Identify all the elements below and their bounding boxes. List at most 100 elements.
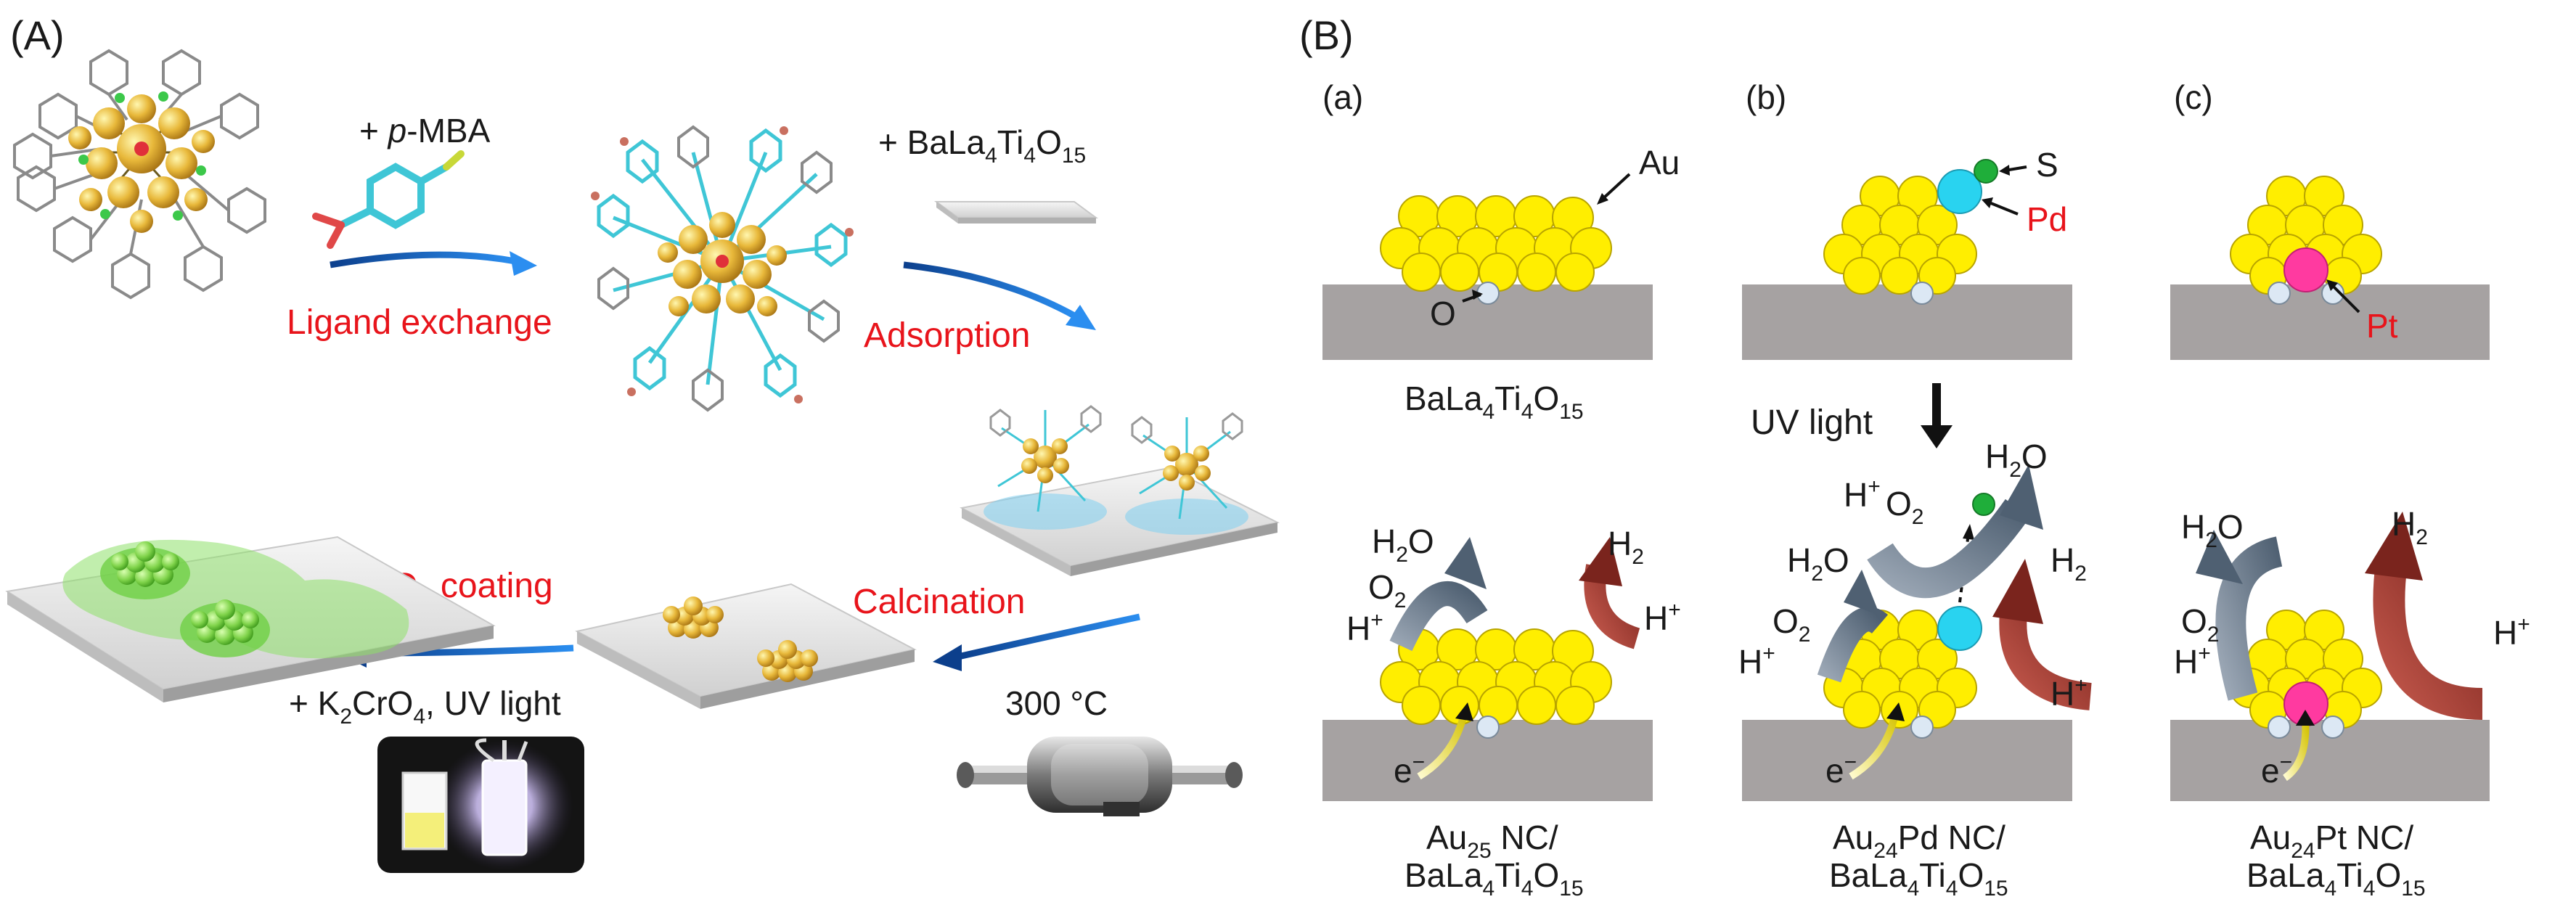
electron-label-c: e− [2261, 750, 2292, 790]
subpanel-a-label: (a) [1322, 78, 1363, 116]
pointer-au-head [1597, 193, 1608, 205]
electron-label-a: e− [1394, 750, 1425, 790]
substrate-b-bottom [1742, 720, 2072, 801]
oxidation-arrowhead-b-small [1844, 570, 1880, 615]
adsorbed-cluster-plate [960, 405, 1280, 576]
panel-a: (A) [5, 12, 1280, 873]
au24pd-cluster-b-top [1823, 176, 1977, 295]
pmba-molecule-icon [312, 150, 465, 249]
support-plate-top [933, 201, 1099, 218]
hplus-label-b-top: H+ [1844, 475, 1881, 514]
oxidation-arrowhead-c [2196, 530, 2243, 584]
label-s: S [2036, 146, 2058, 184]
electron-arrowhead-b [1886, 702, 1905, 721]
substrate-b-top [1742, 284, 2072, 360]
reduction-arrowhead-c [2365, 512, 2423, 581]
arrow-calcination [957, 613, 1140, 660]
arrowhead-ligand-exchange [510, 251, 537, 276]
oxygen-atom-c-bottom-right [2321, 716, 2344, 739]
arrowhead-adsorption [1066, 305, 1096, 330]
support-plate-top-edge [936, 202, 958, 224]
oxidation-arrow-b-small [1817, 607, 1889, 683]
arrow-ligand-exchange [330, 251, 516, 268]
step-adsorption: Adsorption [864, 316, 1030, 355]
pointer-pt-head [2326, 279, 2338, 291]
caption-a-line1: Au25 NC/ [1426, 819, 1558, 863]
pointer-s-head [1999, 165, 2010, 176]
hplus-label-c-right: H+ [2493, 612, 2530, 652]
uv-light-label: UV light [1751, 403, 1873, 442]
pd-atom-b-bottom [1937, 606, 1982, 651]
temperature-label: 300 °C [1005, 684, 1108, 722]
caption-b-line2: BaLa4Ti4O15 [1829, 856, 2008, 901]
subpanel-b-label: (b) [1746, 78, 1786, 116]
pt-atom-c-top [2283, 247, 2328, 292]
electron-arrowhead-c [2296, 710, 2315, 726]
o2-label-b-left: O2 [1772, 602, 1810, 647]
reactor-photo [377, 737, 584, 873]
cr2o3-coated-plate [5, 536, 496, 702]
au24pt-cluster-c-top [2230, 176, 2382, 295]
oxygen-atom-b-bottom [1910, 716, 1934, 739]
h2o-label-b-top: H2O [1985, 438, 2048, 482]
label-pd: Pd [2027, 200, 2067, 238]
sulfur-atom-b-top [1974, 159, 1998, 184]
support-label-a: BaLa4Ti4O15 [1404, 380, 1584, 424]
pointer-pd [1987, 200, 2019, 216]
h2o-label-a: H2O [1372, 522, 1434, 567]
hplus-label-a-left: H+ [1346, 608, 1383, 647]
hplus-label-a-right: H+ [1644, 598, 1681, 637]
step-ligand-exchange: Ligand exchange [287, 303, 552, 342]
reagent-pmba: + p-MBA [359, 112, 491, 149]
au25-pet-cluster [13, 49, 266, 300]
reduction-arrowhead-a [1579, 537, 1622, 586]
reduction-arrow-c [2373, 560, 2483, 720]
o2-label-b-top: O2 [1886, 485, 1923, 529]
subpanel-c-label: (c) [2174, 78, 2213, 116]
oxygen-atom-a-bottom [1476, 716, 1500, 739]
arrow-adsorption [903, 261, 1076, 319]
panel-b: (B) (a) (b) (c) O Au BaLa4Ti4O15 [1299, 12, 2530, 901]
label-au: Au [1639, 144, 1680, 181]
step-calcination: Calcination [853, 583, 1025, 621]
label-o: O [1430, 295, 1456, 332]
au25-pmba-cluster [591, 125, 854, 412]
au24pd-cluster-b-bottom [1823, 610, 1977, 729]
caption-c-line1: Au24Pt NC/ [2250, 819, 2413, 863]
electron-arrow-a [1417, 710, 1468, 780]
tube-furnace-icon [957, 737, 1243, 816]
calcined-cluster-plate [575, 583, 917, 709]
au25-cluster-a-bottom [1380, 628, 1612, 725]
oxidation-arrow-a [1389, 581, 1488, 652]
oxidation-arrowhead-b-large [2000, 464, 2043, 530]
reagent-chromate: + K2CrO4, UV light [289, 684, 561, 729]
h2o-label-c: H2O [2181, 508, 2244, 552]
label-pt: Pt [2366, 307, 2398, 345]
reduction-arrow-b [1999, 604, 2092, 710]
pointer-o-head [1472, 290, 1483, 300]
reagent-support: + BaLa4Ti4O15 [878, 123, 1086, 168]
caption-c-line2: BaLa4Ti4O15 [2246, 856, 2426, 901]
sulfur-release-head [1963, 524, 1974, 540]
support-plate-top-front [958, 218, 1096, 224]
caption-a-line2: BaLa4Ti4O15 [1404, 856, 1584, 901]
oxygen-atom-c-bottom-left [2268, 716, 2291, 739]
oxidation-arrow-c [2215, 536, 2283, 701]
electron-label-b: e− [1825, 750, 1857, 790]
uv-arrow-head [1921, 425, 1953, 448]
oxygen-atom-b [1910, 282, 1934, 305]
h2o-label-b-left: H2O [1787, 541, 1849, 586]
arrowhead-calcination [933, 644, 962, 671]
oxidation-arrow-b-large [1867, 499, 2031, 599]
electron-arrow-b [1849, 710, 1900, 780]
panel-a-label: (A) [10, 12, 65, 58]
o2-label-a: O2 [1368, 568, 1406, 612]
panel-b-label: (B) [1299, 12, 1354, 58]
oxidation-arrowhead-a [1444, 537, 1487, 589]
hplus-label-b-right: H+ [2050, 673, 2088, 713]
reduction-arrowhead-b [1992, 559, 2043, 624]
oxygen-atom-c-left [2268, 282, 2291, 305]
pointer-pt [2330, 283, 2360, 313]
sulfur-atom-released [1972, 493, 1995, 516]
h2-label-b: H2 [2050, 541, 2087, 586]
